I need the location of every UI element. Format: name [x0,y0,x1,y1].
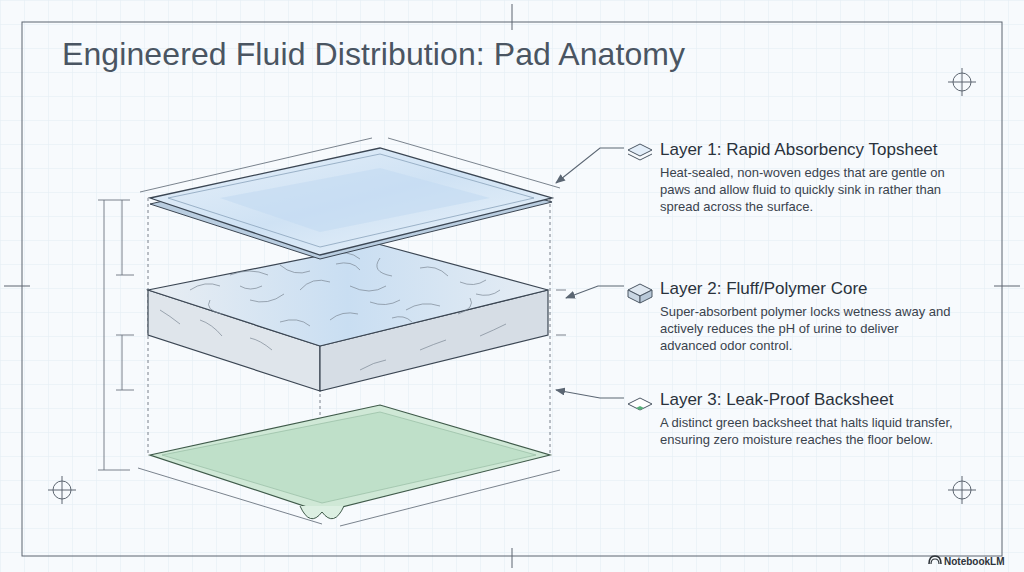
backsheet-layer [150,405,550,519]
watermark-logo [929,556,941,564]
layer-description: A distinct green backsheet that halts li… [660,414,958,448]
layer-description: Super-absorbent polymer locks wetness aw… [660,303,958,354]
layer-icons [628,144,652,410]
layer-heading: Layer 3: Leak-Proof Backsheet [660,390,1010,410]
layer-heading: Layer 2: Fluff/Polymer Core [660,279,1010,299]
topsheet-layer [150,148,552,259]
dimension-lines [98,138,566,526]
diagram-title: Engineered Fluid Distribution: Pad Anato… [62,36,782,73]
layer-description: Heat-sealed, non-woven edges that are ge… [660,164,958,215]
layer-heading: Layer 1: Rapid Absorbency Topsheet [660,140,1010,160]
watermark: NotebookLM [944,556,1014,567]
leader-lines [556,148,624,398]
core-layer [148,244,548,391]
drawing-frame [4,4,1020,568]
